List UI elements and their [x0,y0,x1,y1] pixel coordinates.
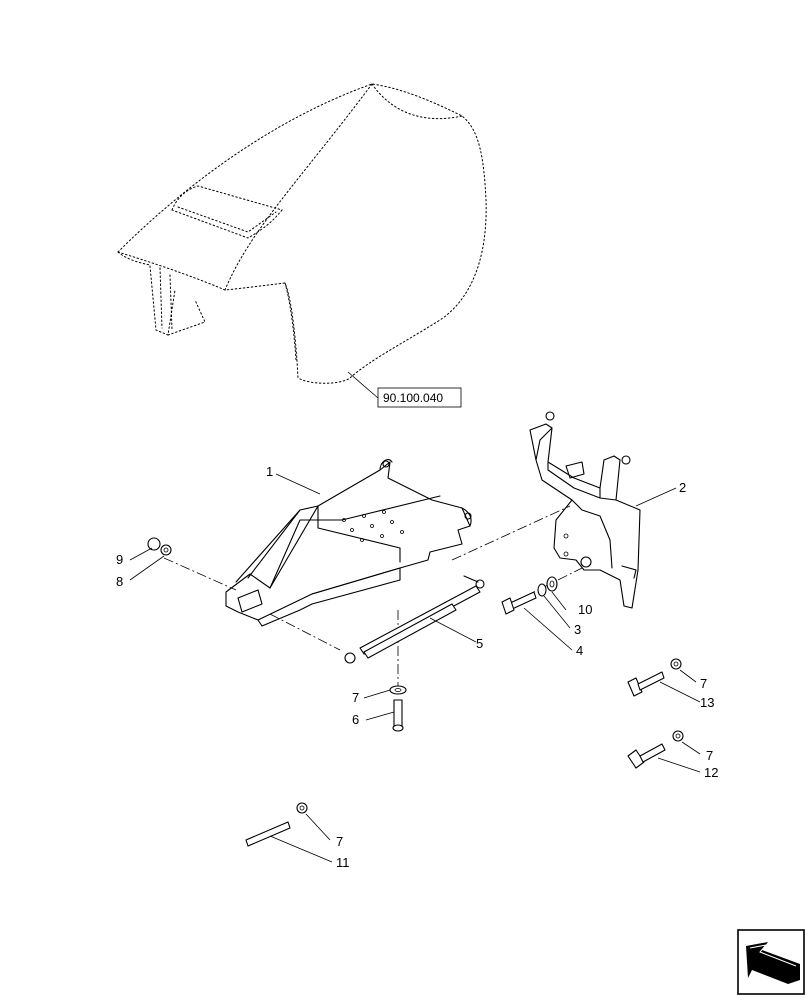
arrow-navigation-icon[interactable] [737,929,805,995]
leader-lines [129,473,701,863]
part-bolt-washers-middle [501,556,592,615]
part-bolt-13 [627,658,682,697]
callout-7-center: 7 [352,690,359,705]
callout-labels: 1 2 3 4 5 6 7 7 7 7 8 9 10 11 12 13 [116,464,718,870]
callout-7-right-upper: 7 [700,676,707,691]
callout-1: 1 [266,464,273,479]
callout-4: 4 [576,643,583,658]
callout-2: 2 [679,480,686,495]
reference-callout[interactable]: 90.100.040 [347,371,462,408]
callout-8: 8 [116,574,123,589]
callout-10: 10 [578,602,592,617]
part-side-bracket [529,411,641,609]
callout-7-right-lower: 7 [706,748,713,763]
part-bolt-12 [627,730,684,769]
callout-11: 11 [336,855,350,870]
callout-6: 6 [352,712,359,727]
callout-5: 5 [476,636,483,651]
callout-9: 9 [116,552,123,567]
part-bolt-center [389,685,407,732]
callout-12: 12 [704,765,718,780]
part-stud-11 [245,802,308,847]
callout-13: 13 [700,695,714,710]
part-front-frame [225,459,472,627]
callout-3: 3 [574,622,581,637]
part-nut-washer-left [147,537,172,556]
part-rod [344,575,485,664]
reference-label: 90.100.040 [383,391,443,405]
callout-7-bottom: 7 [336,834,343,849]
hood-outline [117,83,487,384]
